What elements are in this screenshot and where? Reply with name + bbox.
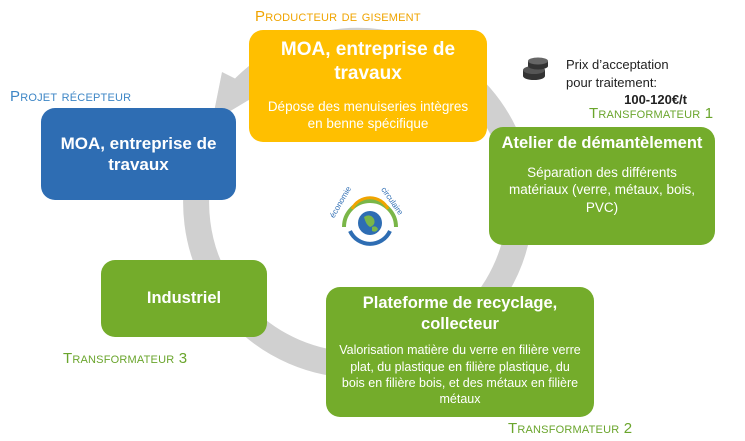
role-transformateur-2: Transformateur 2: [508, 420, 633, 437]
producer-title: MOA, entreprise de travaux: [280, 39, 456, 84]
producer-box: MOA, entreprise de travaux Dépose des me…: [249, 30, 487, 142]
coins-icon: [523, 57, 548, 80]
price-value-line: 100-120€/t: [512, 91, 687, 109]
atelier-desc: Séparation des différents matériaux (ver…: [508, 164, 696, 215]
industriel-title: Industriel: [146, 289, 222, 308]
plateforme-desc: Valorisation matière du verre en filière…: [339, 343, 581, 406]
price-value: 100-120€/t: [624, 92, 687, 108]
role-transformateur-1: Transformateur 1: [589, 105, 714, 122]
recepteur-box: MOA, entreprise de travaux: [41, 108, 236, 200]
price-label: Prix d’acceptation pour traitement:: [566, 57, 669, 90]
role-recepteur: Projet récepteur: [10, 88, 132, 105]
price-info: Prix d’acceptation pour traitement: 100-…: [512, 56, 687, 109]
role-producteur: Producteur de gisement: [255, 8, 421, 25]
plateforme-box: Plateforme de recyclage, collecteur Valo…: [326, 287, 594, 417]
atelier-title: Atelier de démantèlement: [501, 134, 703, 152]
atelier-box: Atelier de démantèlement Séparation des …: [489, 127, 715, 245]
plateforme-title: Plateforme de recyclage, collecteur: [362, 294, 558, 333]
recepteur-title: MOA, entreprise de travaux: [60, 133, 217, 174]
producer-desc: Dépose des menuiseries intègres en benne…: [267, 98, 469, 132]
circular-economy-logo: économie circulaire: [328, 184, 405, 246]
role-transformateur-3: Transformateur 3: [63, 350, 188, 367]
industriel-box: Industriel: [101, 260, 267, 337]
